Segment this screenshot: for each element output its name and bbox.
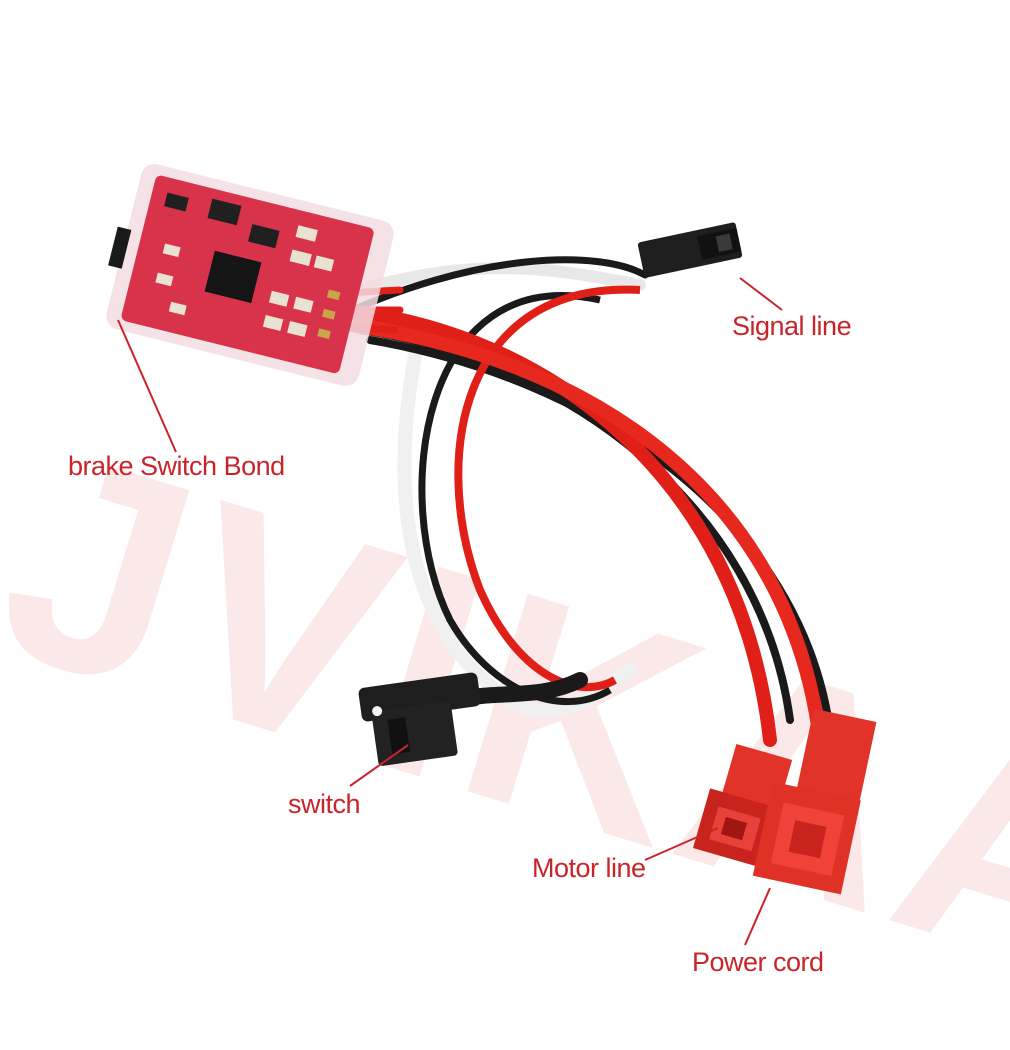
esc-module-illustration: [106, 164, 877, 946]
pcb-module: [106, 164, 394, 386]
leader-brake: [117, 319, 177, 453]
power-cord-label: Power cord: [692, 947, 824, 977]
motor-line-label: Motor line: [532, 853, 646, 883]
signal-connector: [637, 222, 743, 278]
leader-switch: [349, 744, 409, 787]
leader-power: [744, 887, 771, 946]
white-wire: [324, 262, 646, 306]
black-wire-loop: [326, 256, 649, 324]
leader-motor: [644, 827, 719, 861]
product-photo: JVIKAA: [0, 164, 1010, 1045]
red-wire-power: [343, 318, 827, 747]
leader-signal: [739, 277, 783, 311]
brake-switch-label: brake Switch Bond: [68, 451, 285, 481]
switch-label: switch: [288, 789, 361, 819]
power-connector: [752, 708, 877, 895]
switch-body: [358, 672, 481, 766]
ic-chip: [204, 250, 262, 304]
red-wire-motor: [333, 303, 777, 747]
signal-line-label: Signal line: [732, 311, 852, 341]
slide-switch: [108, 226, 132, 269]
